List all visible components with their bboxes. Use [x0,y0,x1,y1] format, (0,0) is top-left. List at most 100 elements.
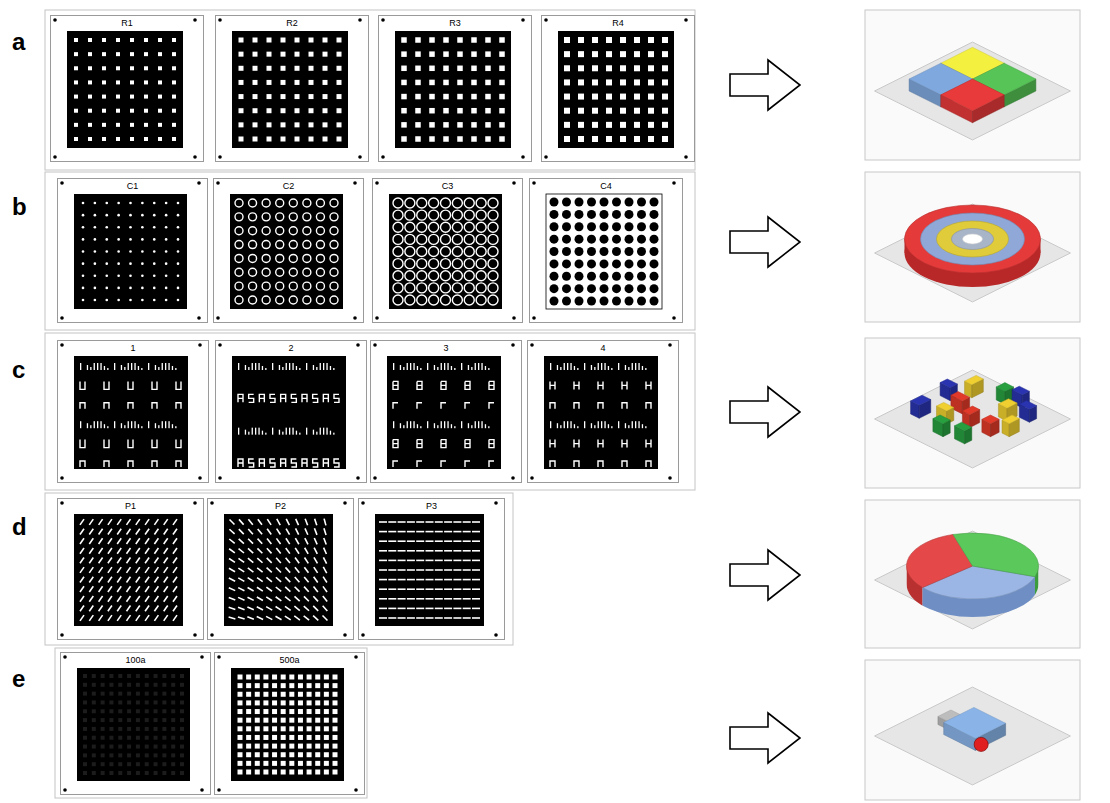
ring-feature [441,295,451,305]
tick-feature [245,430,246,435]
mask-card: R4 [541,15,695,162]
dot-feature [117,238,120,241]
dot-feature [650,259,659,268]
mask-field [546,194,662,309]
square-feature [144,123,148,127]
faint-feature [118,736,122,740]
mask-card: C4 [529,178,683,323]
line-feature [89,586,93,592]
line-feature [435,617,443,619]
line-feature [136,577,140,583]
dot-feature [82,287,85,290]
alignment-dot [530,343,534,347]
square-feature [130,123,134,127]
ring-feature [393,283,403,293]
glyph-feature [574,440,579,448]
glyph-feature [104,461,109,467]
dot-feature [153,250,156,253]
square-feature [324,770,329,775]
line-feature [126,586,130,592]
glyph-feature [622,440,627,448]
tick-feature [148,421,149,428]
dot-feature [575,198,584,207]
render-3d [875,42,1071,140]
dot-feature [165,262,168,265]
line-feature [117,596,121,602]
faint-feature [136,771,140,775]
faint-feature [92,736,96,740]
faint-feature [180,736,184,740]
dot-feature [600,235,609,244]
faint-feature [145,727,149,731]
ring-feature [262,282,270,290]
tick-feature [265,433,266,435]
ring-feature [235,199,243,207]
dot-feature [153,287,156,290]
line-feature [294,616,300,620]
tick-feature [175,426,176,428]
faint-feature [101,692,105,696]
square-feature [289,761,294,766]
tick-feature [481,421,482,428]
glyph-feature [393,461,398,467]
mask-field [230,194,343,309]
faint-feature [101,745,105,749]
square-feature [267,137,272,142]
square-feature [246,700,251,705]
faint-feature [83,771,87,775]
dot-feature [562,272,571,281]
faint-feature [180,771,184,775]
line-feature [416,540,424,542]
dot-feature [165,238,168,241]
line-feature [463,521,471,523]
square-feature [592,65,598,71]
tick-feature [451,424,452,428]
square-feature [255,700,260,705]
line-feature [257,597,263,601]
line-feature [426,540,434,542]
line-feature [276,548,280,553]
dot-feature [600,297,609,306]
line-feature [426,608,434,610]
line-feature [164,567,168,573]
glyph-feature [417,461,422,467]
faint-feature [162,762,166,766]
tick-feature [258,428,259,435]
alignment-dot [532,316,536,320]
line-feature [444,588,452,590]
faint-feature [83,736,87,740]
tick-feature [570,421,571,428]
square-feature [323,66,328,71]
line-feature [407,540,415,542]
square-feature [606,37,612,43]
glyph-feature [550,440,555,448]
tick-feature [158,367,159,370]
tick-feature [80,363,81,370]
square-feature [401,108,407,114]
mask-plate [215,340,363,483]
square-feature [102,95,106,99]
line-feature [463,531,471,533]
dot-feature [562,222,571,231]
line-feature [275,616,281,620]
square-feature [263,726,268,731]
dot-feature [94,299,97,302]
square-feature [144,137,148,141]
line-feature [435,560,443,562]
glyph-feature [598,403,603,409]
line-feature [407,579,415,581]
faint-feature [127,762,131,766]
square-feature [337,52,342,57]
tick-feature [158,425,159,428]
line-feature [276,538,280,544]
square-feature [158,123,162,127]
dot-feature [625,235,634,244]
line-feature [266,577,271,581]
square-feature [298,683,303,688]
line-feature [388,598,396,600]
ring-feature [276,227,284,235]
square-feature [253,80,258,85]
square-feature [272,718,277,723]
square-feature [238,683,243,688]
panel-letter: b [12,193,27,221]
